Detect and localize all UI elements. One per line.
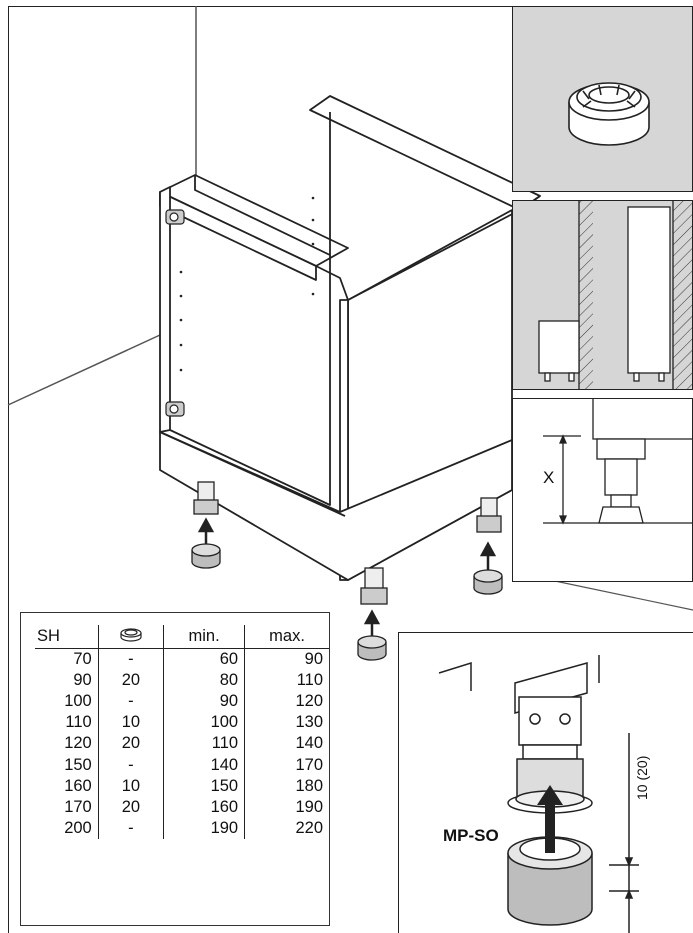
cell-min: 190 [163,817,246,839]
detail-arrow [545,799,555,853]
cell-sh: 200 [35,817,99,839]
table-row: 120 20 110 140 [35,733,329,755]
cell-min: 80 [163,670,246,692]
cell-max: 130 [295,713,323,732]
cabinet-body [159,95,541,581]
header-max: max. [244,625,329,649]
wall-placement-illustration [538,201,692,389]
cell-min: 100 [163,712,246,734]
height-x-illustration [543,399,692,525]
table-row: 100 - 90 120 [35,691,329,713]
floor-line-left [7,334,161,406]
cell-spacer: 10 [98,775,165,797]
cell-sh: 90 [35,670,99,692]
small-cabinet [538,320,580,374]
header-sh: SH [35,625,99,649]
cell-sh: 170 [35,796,99,818]
cell-spacer: 20 [98,796,165,818]
table-row: 90 20 80 110 [35,670,329,692]
cell-sh: 100 [35,691,99,713]
hinge-top [165,209,185,225]
table-row: 150 - 140 170 [35,754,329,776]
cell-spacer: - [98,691,165,713]
cell-sh: 70 [35,648,99,671]
cell-min: 140 [163,754,246,776]
table-header-row: SH min. max. [35,625,329,649]
spacer-disc-front-left [191,543,221,569]
table-row: 170 20 160 190 [35,796,329,818]
cell-max: 110 [296,671,323,690]
leg-front-right [360,567,388,605]
cell-min: 160 [163,796,246,818]
header-min: min. [163,625,246,649]
cell-min: 90 [163,691,246,713]
cell-spacer: 20 [98,733,165,755]
spacer-ring-icon [568,82,650,146]
panel-spacer-ring [512,6,693,192]
cell-max: 170 [295,755,323,774]
hinge-bottom [165,401,185,417]
cell-sh: 160 [35,775,99,797]
spacer-disc-back-right [473,569,503,595]
cell-max: 220 [295,818,323,837]
panel-wall-placement [512,200,693,390]
shelf-holes [179,196,315,372]
cell-max: 190 [295,797,323,816]
panel-detail [398,632,693,933]
wall-hatch-right [673,201,692,389]
table-row: 160 10 150 180 [35,775,329,797]
leg-screw [610,494,632,508]
cell-max: 120 [295,692,323,711]
cell-max: 90 [304,650,323,669]
cell-min: 150 [163,775,246,797]
x-dimension-label: X [543,468,555,487]
height-table-box: SH min. max. 70 - 60 [20,612,330,926]
cell-max: 140 [295,734,323,753]
cell-sh: 150 [35,754,99,776]
detail-leg-body [518,696,582,746]
tall-cabinet [627,206,671,374]
cell-spacer: - [98,754,165,776]
leg-back-right [476,497,502,533]
leg-foot [598,506,644,524]
wall-hatch-left [579,201,593,389]
height-table: SH min. max. 70 - 60 [35,625,329,839]
leg-front-left [193,481,219,515]
cell-sh: 120 [35,733,99,755]
detail-illustration [438,655,639,933]
cell-spacer: - [98,817,165,839]
cell-sh: 110 [35,712,99,734]
cell-min: 60 [163,648,246,671]
part-label: MP-SO [443,826,499,845]
spacer-ring-icon [120,628,142,642]
cell-spacer: 20 [98,670,165,692]
cell-min: 110 [163,733,246,755]
leg-body [604,458,638,496]
cell-max: 180 [295,776,323,795]
table-row: 200 - 190 220 [35,817,329,839]
table-row: 70 - 60 90 [35,648,329,671]
leg-top [596,438,646,460]
cell-spacer: 10 [98,712,165,734]
drawing-frame [8,6,693,933]
spacer-dimension-label: 10 (20) [634,755,650,800]
table-row: 110 10 100 130 [35,712,329,734]
cell-spacer: - [98,648,165,671]
detail-spacer [507,853,593,926]
panel-height-x [512,398,693,582]
spacer-disc-front-right [357,635,387,661]
header-spacer [98,625,165,649]
